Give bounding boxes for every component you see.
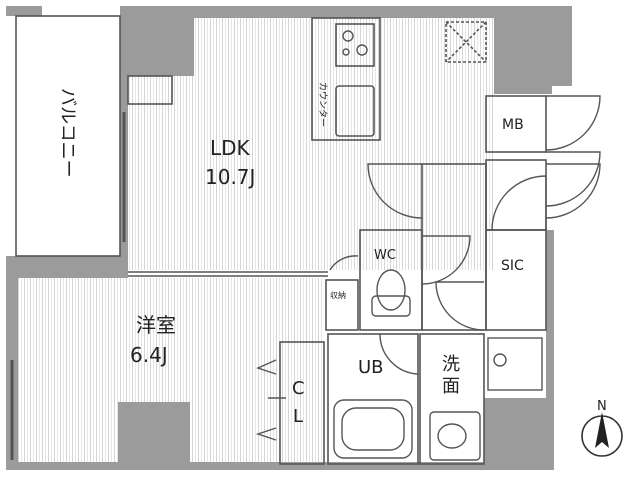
balcony-outline <box>15 15 121 257</box>
stove <box>335 23 375 67</box>
hall-outline <box>421 163 487 331</box>
bathtub <box>333 399 413 459</box>
ub-label: UB <box>358 357 384 378</box>
washbasin <box>429 411 481 461</box>
closet-label-bottom: L <box>293 406 303 427</box>
sic-label: SIC <box>501 258 524 274</box>
wall-bottom-strip <box>18 462 552 470</box>
western-room-name: 洋室 <box>136 313 176 337</box>
compass-icon: N <box>581 399 623 457</box>
western-room-size: 6.4J <box>130 343 168 367</box>
wall-balcony-top <box>6 6 42 16</box>
counter-label: カウンター <box>317 82 328 127</box>
fridge-space <box>445 21 487 63</box>
wall-bottom-right-block <box>484 398 552 468</box>
closet-shelf-marks <box>255 359 286 441</box>
compass-label: N <box>597 399 607 414</box>
storage-small-outline <box>325 279 359 331</box>
balcony-label: バルコニー <box>57 88 78 178</box>
washroom-label-top: 洗 <box>442 354 460 375</box>
ub-outline <box>327 333 419 465</box>
wall-right-pillar <box>552 6 572 86</box>
wall-middle-horizontal <box>6 256 128 278</box>
door-swings <box>329 95 601 375</box>
wall-bottom-left-block <box>118 402 190 468</box>
ldk-name: LDK <box>210 136 251 160</box>
closet-outline <box>279 341 325 465</box>
ldk-corner-box <box>127 75 173 105</box>
entrance-outline <box>485 159 547 231</box>
wall-right-lower <box>546 230 554 470</box>
wc-label: WC <box>374 248 396 263</box>
stove-burners <box>342 30 368 56</box>
mb-outline <box>485 95 547 153</box>
mb-label: MB <box>502 117 524 133</box>
walls <box>6 6 572 470</box>
closet-label-top: C <box>292 378 305 399</box>
wall-top-strip <box>120 6 572 18</box>
ldk-size: 10.7J <box>205 165 255 189</box>
toilet <box>371 269 411 317</box>
sink <box>335 85 375 137</box>
washing-machine-space <box>487 337 543 391</box>
wall-top-right-block <box>494 6 552 94</box>
kitchen-counter <box>311 17 381 141</box>
washroom-label-bottom: 面 <box>442 376 460 397</box>
storage-small-label: 収納 <box>330 290 346 300</box>
washroom-outline <box>419 333 485 465</box>
interior-lines <box>10 15 547 465</box>
sic-outline <box>485 229 547 331</box>
